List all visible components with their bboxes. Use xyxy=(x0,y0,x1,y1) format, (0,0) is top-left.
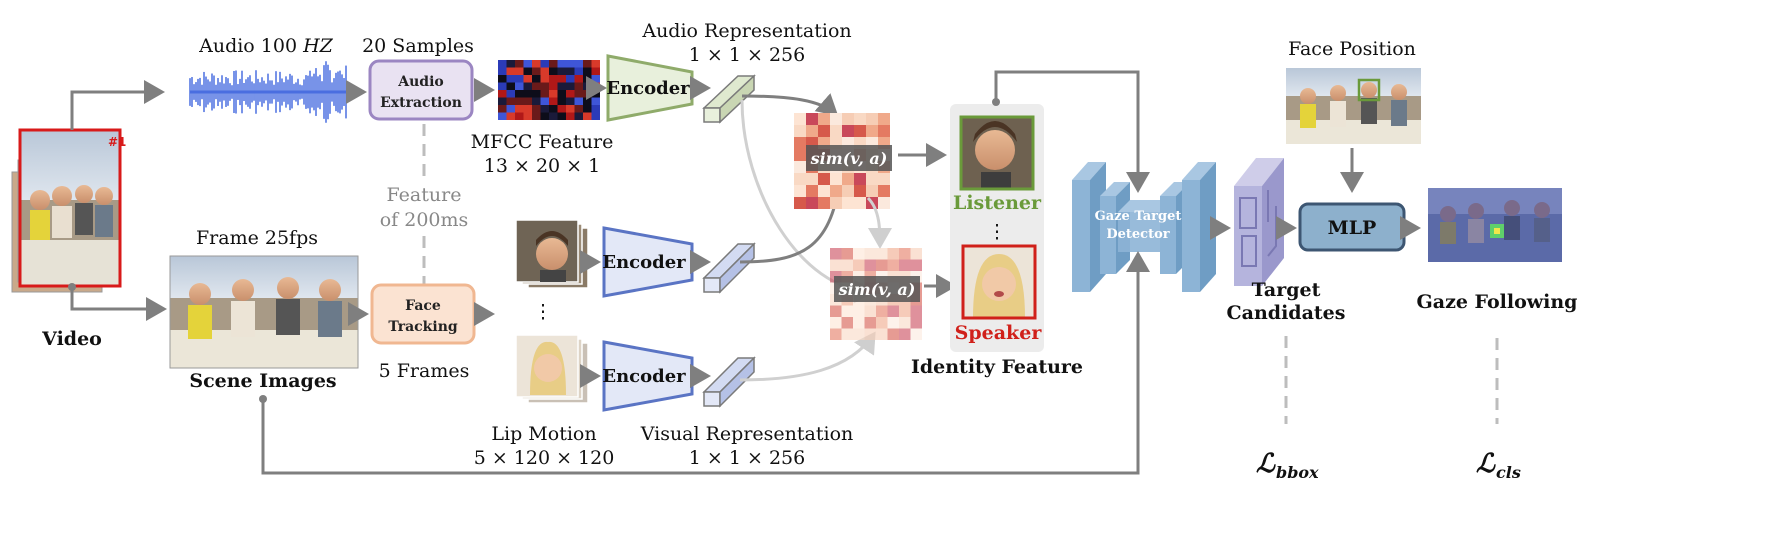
face-position-box xyxy=(1357,78,1381,102)
mlp-box: MLP xyxy=(1298,202,1406,252)
listener-face xyxy=(959,115,1035,191)
video-frame-stack: #1 xyxy=(11,128,126,293)
audio-rep-label: Audio Representation xyxy=(641,20,851,42)
ellipsis-vertical-left: ⋮ xyxy=(534,301,553,323)
svg-text:sim(v, a): sim(v, a) xyxy=(838,280,916,299)
svg-text:Audio: Audio xyxy=(397,74,444,90)
sim-top-to-sim-bottom-arrow xyxy=(866,196,892,249)
audio-rep-to-sim-top-arrow xyxy=(741,93,839,116)
video-label: Video xyxy=(41,328,102,350)
svg-text:Extraction: Extraction xyxy=(380,95,462,111)
svg-text:Tracking: Tracking xyxy=(388,319,458,335)
speaker-face-stack xyxy=(515,334,589,404)
svg-text:ℒ: ℒ xyxy=(1476,449,1496,479)
lip-motion-dim-label: 5 × 120 × 120 xyxy=(474,447,615,469)
audio-encoder: Encoder xyxy=(606,54,694,122)
scene-images-label: Scene Images xyxy=(189,370,336,392)
visual-representation-vector-top xyxy=(702,242,756,294)
video-frame-badge: #1 xyxy=(108,135,126,149)
video-frame-image xyxy=(20,130,120,286)
samples-label: 20 Samples xyxy=(362,35,474,57)
visual-encoder-top: Encoder xyxy=(602,226,694,298)
identity-connector-dot xyxy=(992,98,1000,106)
visual-encoder-bottom: Encoder xyxy=(602,340,694,412)
face-position-label: Face Position xyxy=(1288,38,1416,60)
target-label-1: Target xyxy=(1252,279,1321,301)
audio-rep-dim-label: 1 × 1 × 256 xyxy=(689,44,805,66)
face-position-image xyxy=(1286,68,1421,144)
visual-rep-dim-label: 1 × 1 × 256 xyxy=(689,447,805,469)
lip-motion-label: Lip Motion xyxy=(491,423,596,445)
scene-connector-dot xyxy=(259,395,267,403)
svg-text:ℒ: ℒ xyxy=(1256,449,1276,479)
audio-waveform-bars xyxy=(189,61,347,123)
svg-text:Encoder: Encoder xyxy=(606,78,690,99)
face-tracking-box: Face Tracking xyxy=(370,283,476,345)
svg-text:Face: Face xyxy=(405,298,441,314)
target-candidates-block xyxy=(1234,158,1284,286)
mfcc-label: MFCC Feature xyxy=(471,131,614,153)
mfcc-dim-label: 13 × 20 × 1 xyxy=(484,155,600,177)
svg-text:sim(v, a): sim(v, a) xyxy=(810,149,888,168)
scene-image xyxy=(169,255,359,369)
svg-text:Detector: Detector xyxy=(1106,227,1169,242)
gaze-following-label: Gaze Following xyxy=(1417,291,1578,313)
loss-bbox: ℒ bbox xyxy=(1256,449,1319,482)
svg-text:Encoder: Encoder xyxy=(602,366,686,387)
gaze-target-detector: Gaze Target Detector xyxy=(1072,162,1216,292)
similarity-label-bottom: sim(v, a) xyxy=(834,276,920,302)
feature-label-1: Feature xyxy=(387,184,462,206)
svg-text:MLP: MLP xyxy=(1328,217,1377,239)
similarity-label-top: sim(v, a) xyxy=(806,145,892,171)
gaze-following-image xyxy=(1428,188,1562,262)
visual-rep-label: Visual Representation xyxy=(640,423,854,445)
listener-face-stack xyxy=(515,219,589,289)
frame-label: Frame 25fps xyxy=(196,227,318,249)
svg-text:cls: cls xyxy=(1496,463,1521,482)
audio-representation-vector xyxy=(702,74,756,124)
speaker-label: Speaker xyxy=(955,322,1043,344)
feature-label-2: of 200ms xyxy=(380,209,469,231)
target-label-2: Candidates xyxy=(1227,302,1346,324)
listener-label: Listener xyxy=(953,192,1042,214)
identity-feature-label: Identity Feature xyxy=(911,356,1083,378)
scene-to-detector-arrow xyxy=(261,251,1150,475)
svg-text:bbox: bbox xyxy=(1276,463,1319,482)
speaker-face xyxy=(961,244,1037,320)
ellipsis-vertical-identity: ⋮ xyxy=(988,221,1007,243)
svg-text:Encoder: Encoder xyxy=(602,252,686,273)
identity-to-detector-arrow xyxy=(994,70,1150,193)
visual-representation-vector-bottom xyxy=(702,356,756,408)
loss-cls: ℒ cls xyxy=(1476,449,1521,482)
video-to-frame-arrow xyxy=(70,287,167,321)
audio-label: Audio 100 HZ xyxy=(198,35,334,57)
five-frames-label: 5 Frames xyxy=(379,360,470,382)
svg-text:Gaze Target: Gaze Target xyxy=(1095,209,1182,224)
visual-bottom-to-sim-arrow xyxy=(739,331,876,382)
mfcc-feature-map xyxy=(498,60,600,120)
audio-extraction-box: Audio Extraction xyxy=(368,59,474,121)
